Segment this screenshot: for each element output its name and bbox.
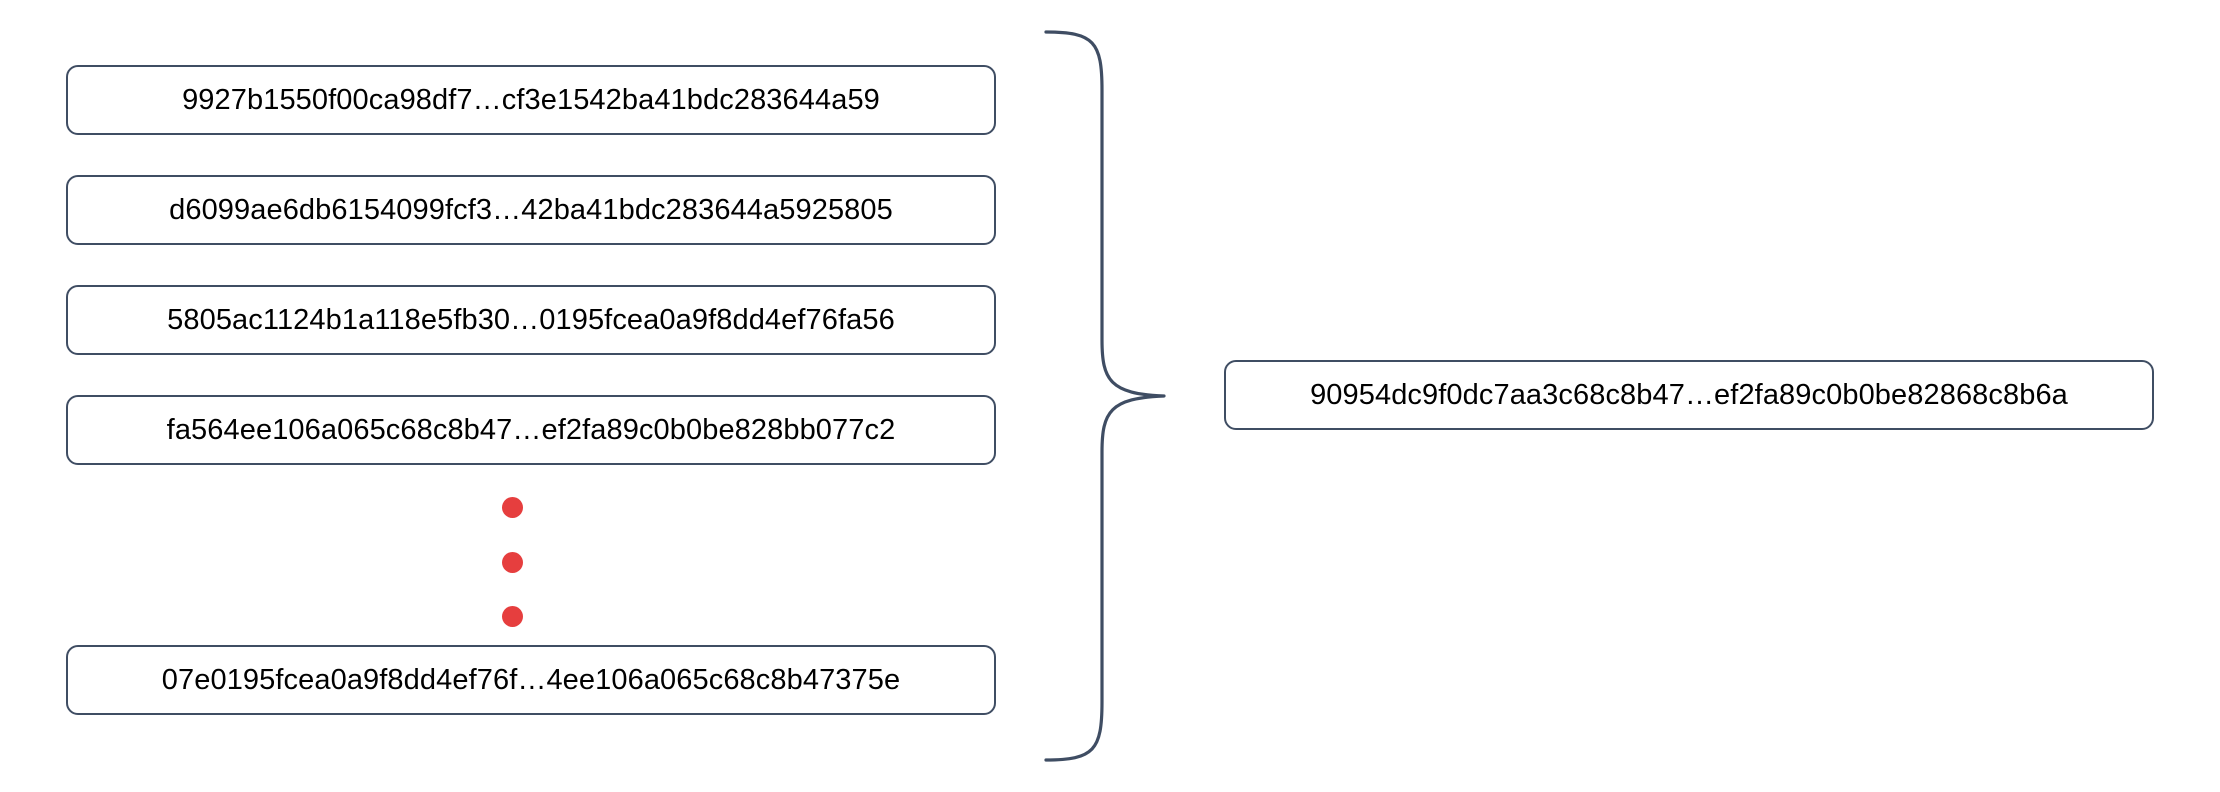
input-hash-box-3[interactable]: 5805ac1124b1a118e5fb30…0195fcea0a9f8dd4e… bbox=[66, 285, 996, 355]
ellipsis-dot-1 bbox=[501, 497, 523, 518]
input-hash-label-2: d6099ae6db6154099fcf3…42ba41bdc283644a59… bbox=[169, 193, 893, 226]
input-hash-label-1: 9927b1550f00ca98df7…cf3e1542ba41bdc28364… bbox=[182, 83, 880, 116]
vertical-ellipsis-dots-icon bbox=[499, 497, 525, 627]
output-hash-box[interactable]: 90954dc9f0dc7aa3c68c8b47…ef2fa89c0b0be82… bbox=[1224, 360, 2154, 430]
input-hash-label-4: fa564ee106a065c68c8b47…ef2fa89c0b0be828b… bbox=[166, 413, 896, 446]
input-hash-box-5[interactable]: 07e0195fcea0a9f8dd4ef76f…4ee106a065c68c8… bbox=[66, 645, 996, 715]
input-hash-label-5: 07e0195fcea0a9f8dd4ef76f…4ee106a065c68c8… bbox=[161, 663, 901, 696]
ellipsis-dot-3 bbox=[501, 606, 523, 627]
output-hash-label: 90954dc9f0dc7aa3c68c8b47…ef2fa89c0b0be82… bbox=[1310, 378, 2068, 411]
input-hash-box-2[interactable]: d6099ae6db6154099fcf3…42ba41bdc283644a59… bbox=[66, 175, 996, 245]
input-hash-label-3: 5805ac1124b1a118e5fb30…0195fcea0a9f8dd4e… bbox=[167, 303, 895, 336]
input-hash-box-4[interactable]: fa564ee106a065c68c8b47…ef2fa89c0b0be828b… bbox=[66, 395, 996, 465]
input-hash-box-1[interactable]: 9927b1550f00ca98df7…cf3e1542ba41bdc28364… bbox=[66, 65, 996, 135]
right-curly-brace-icon bbox=[1040, 28, 1170, 764]
ellipsis-dot-2 bbox=[501, 551, 523, 573]
